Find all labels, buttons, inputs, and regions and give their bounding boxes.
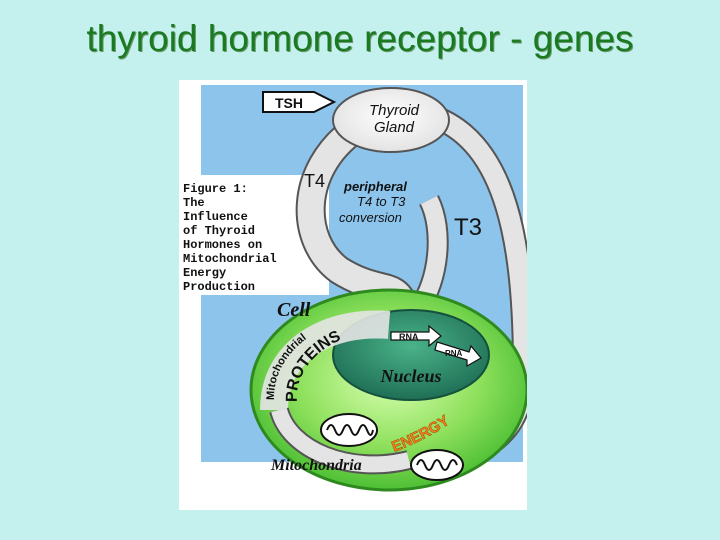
proteins-arrow [260,310,391,411]
tsh-label: TSH [275,95,303,111]
peripheral-label-line1: peripheral [343,179,407,194]
caption-line-4: of Thyroid [183,224,255,238]
t3-label: T3 [454,214,482,241]
slide-title: thyroid hormone receptor - genes [86,18,634,59]
figure-caption: Figure 1: The Influence of Thyroid Hormo… [183,182,277,294]
rna-arrow-left [390,324,442,348]
caption-line-7: Energy [183,266,226,280]
caption-line-1: Figure 1: [183,182,248,196]
rna-label-left: RNA [399,332,419,342]
gland-label-line1: Thyroid [369,102,420,119]
caption-line-2: The [183,196,205,210]
caption-line-6: Mitochondrial [183,252,277,266]
caption-line-8: Production [183,280,255,294]
rna-label-right: RNA [445,349,463,358]
diagram-canvas: Thyroid Gland TSH T4 T3 peripheral T4 to… [179,80,527,510]
cell-label: Cell [277,299,311,321]
mitochondria-label: Mitochondria [270,457,362,474]
caption-line-5: Hormones on [183,238,262,252]
t4-label: T4 [304,171,325,191]
caption-line-3: Influence [183,210,248,224]
tsh-arrow [262,91,337,113]
mitochondrion-right [410,449,464,481]
peripheral-label-line2: T4 to T3 [357,194,406,209]
lower-arrow [271,407,411,473]
peripheral-label-line3: conversion [339,210,402,225]
gland-label-line2: Gland [374,119,415,136]
thyroid-gland-shape [332,87,450,153]
rna-arrow-right [434,341,482,368]
nucleus-label: Nucleus [379,366,441,386]
thyroid-diagram-figure: Thyroid Gland TSH T4 T3 peripheral T4 to… [179,80,527,510]
mitochondrion-left [320,413,378,447]
